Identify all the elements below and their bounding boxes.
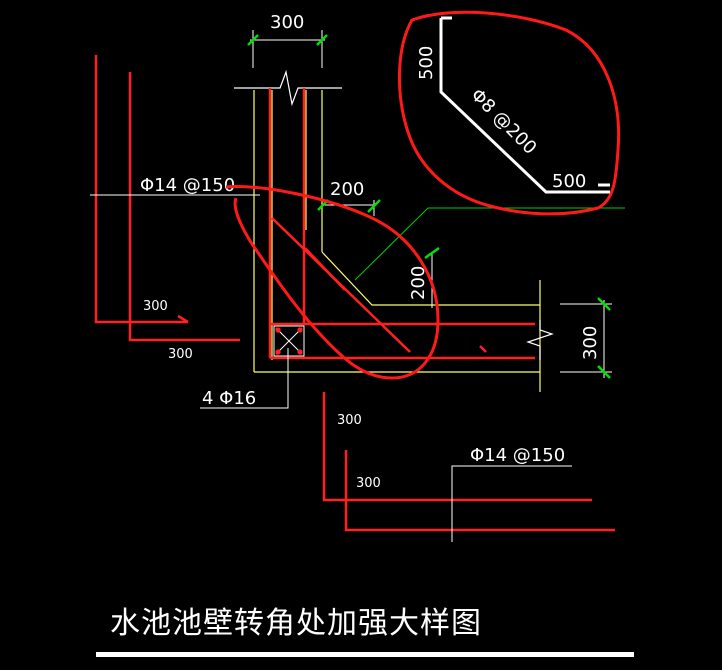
lap-bar-outer-upper (94, 55, 188, 324)
corner-bars (273, 325, 305, 357)
lap-bar-outer-lower (322, 392, 592, 502)
label-haunch-h: 200 (330, 179, 364, 200)
markup-haunch (225, 185, 440, 380)
slab-break-line (526, 320, 554, 360)
leader-rebar-bottom (451, 465, 572, 542)
label-hook-300-a: 300 (143, 299, 168, 314)
lap-bar-inner-upper (128, 72, 240, 342)
detail-rebar-shape (439, 18, 610, 194)
label-rebar-main-top: Φ14 @150 (140, 175, 235, 196)
label-detail-rebar: Φ8 @200 (466, 85, 540, 159)
dim-wall-thickness (247, 30, 328, 68)
green-leader-detail (354, 207, 625, 281)
lap-bar-inner-lower (344, 450, 615, 532)
label-hook-300-b: 300 (168, 347, 193, 362)
label-detail-leg-v: 500 (416, 46, 437, 80)
leader-corner-bars (200, 348, 289, 409)
label-haunch-v: 200 (408, 266, 429, 300)
drawing-title: 水池池壁转角处加强大样图 (110, 606, 482, 641)
label-corner-bars: 4 Φ16 (202, 388, 256, 409)
lap-bars-upper (94, 55, 240, 342)
label-hook-300-d: 300 (356, 476, 381, 491)
label-wall-thickness: 300 (270, 12, 304, 33)
label-slab-thickness: 300 (580, 326, 601, 360)
lap-bars-lower (322, 392, 615, 532)
label-rebar-main-bottom: Φ14 @150 (470, 445, 565, 466)
concrete-outline (253, 90, 541, 392)
label-detail-leg-h: 500 (552, 171, 586, 192)
wall-break-line (234, 69, 342, 107)
dim-slab-thickness (560, 297, 612, 379)
label-hook-300-c: 300 (337, 413, 362, 428)
markup-detail-bubble (397, 10, 621, 216)
title-underline (96, 652, 634, 657)
wall-slab-rebars (268, 88, 535, 360)
